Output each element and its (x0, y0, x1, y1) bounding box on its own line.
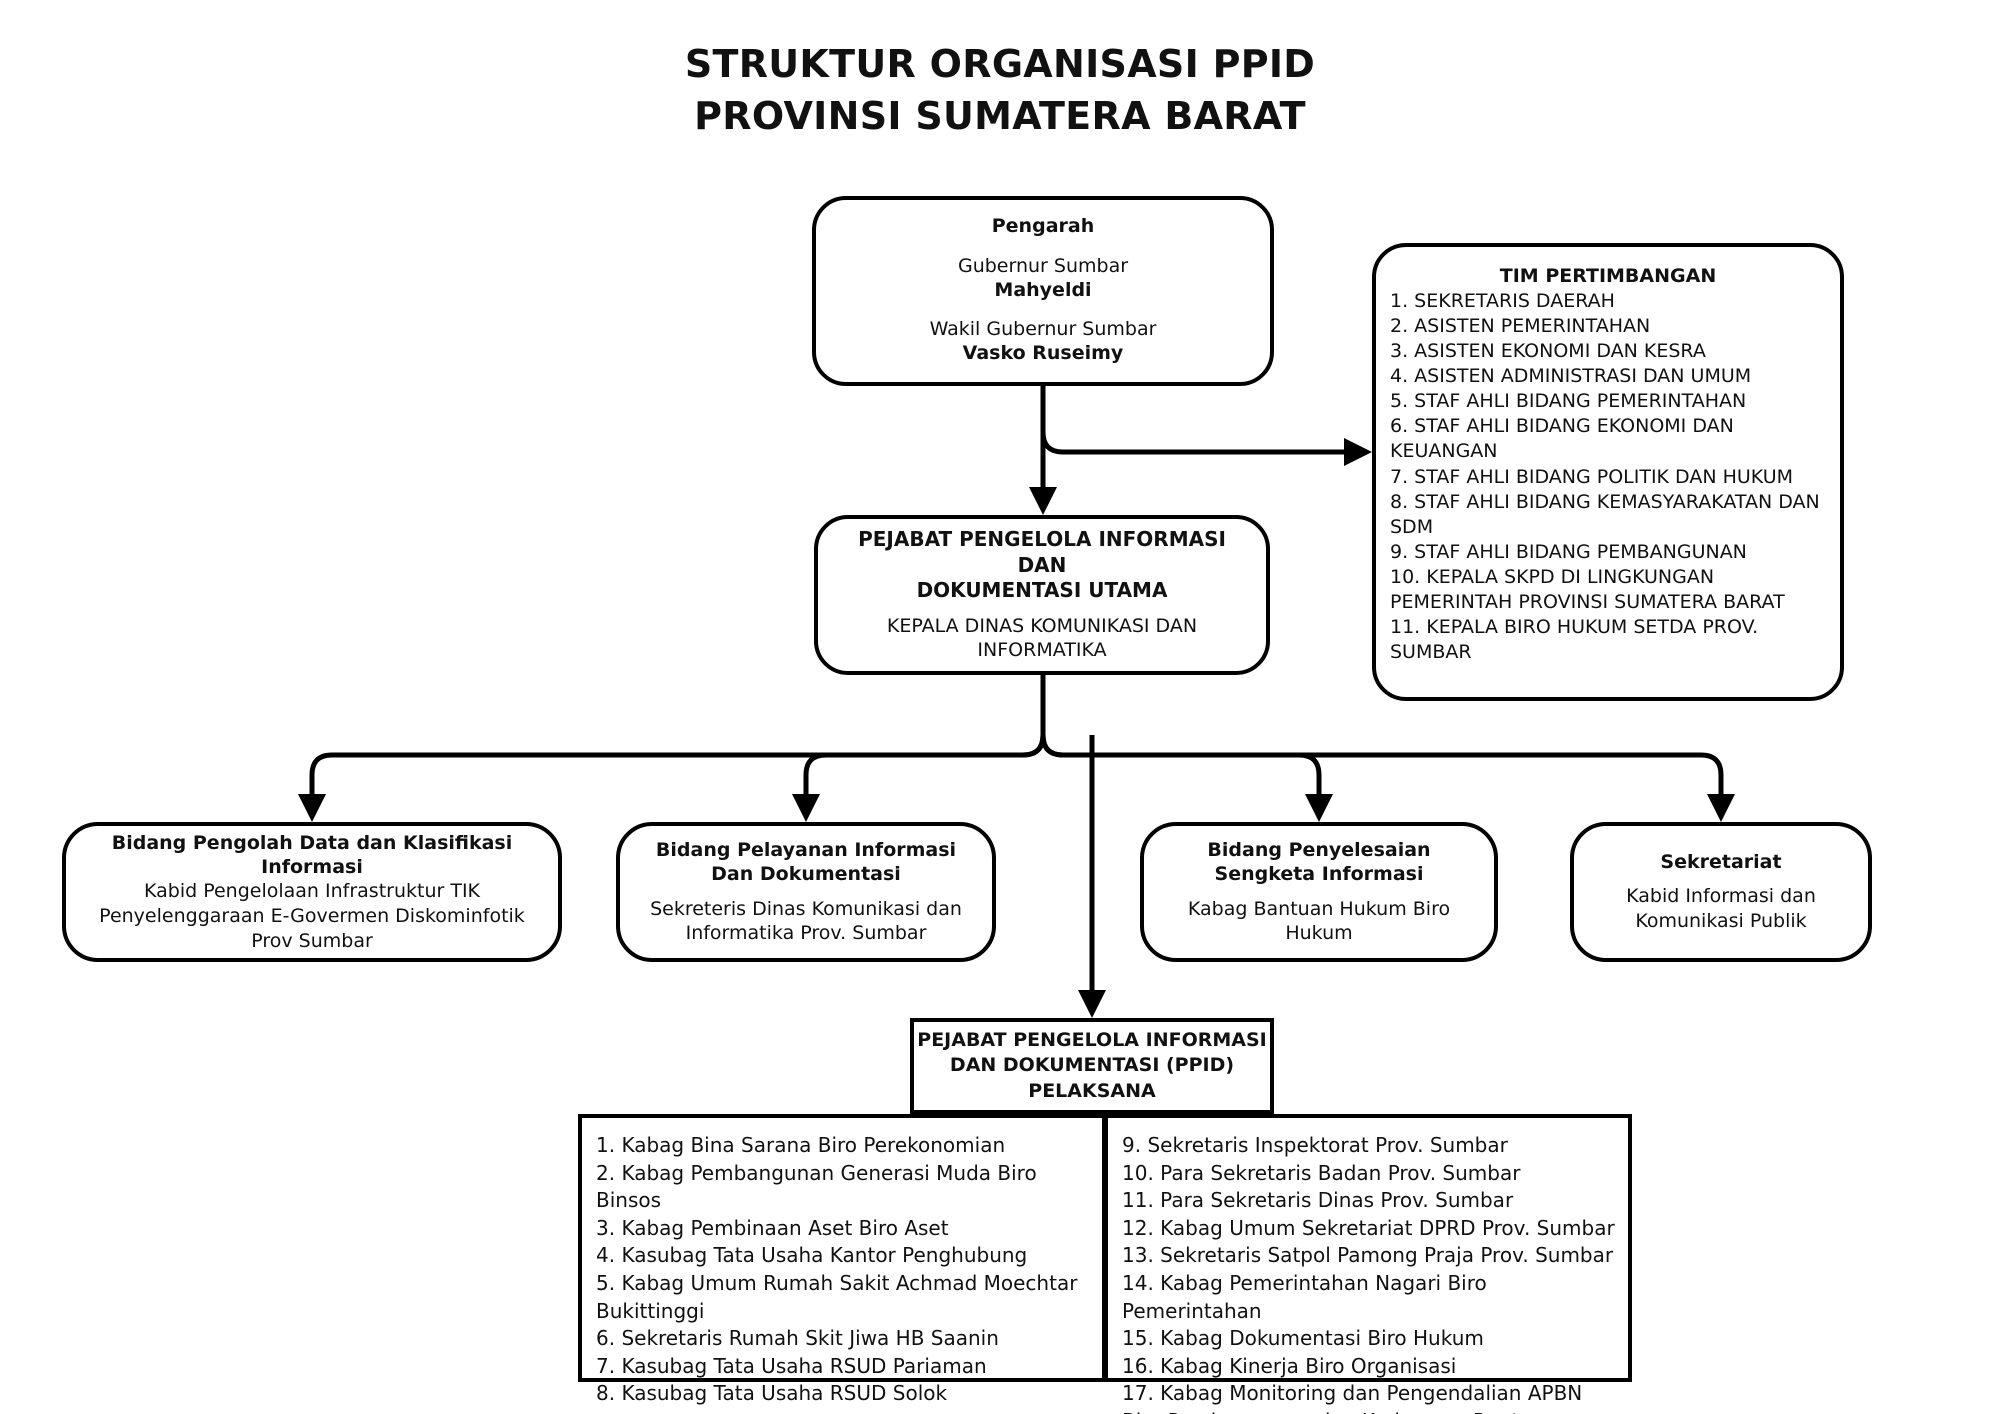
arrowhead-bidang-2 (792, 794, 820, 822)
list-item: 9. STAF AHLI BIDANG PEMBANGUNAN (1390, 540, 1747, 563)
pengarah-title: Pengarah (991, 215, 1095, 237)
list-item: 9. Sekretaris Inspektorat Prov. Sumbar (1122, 1133, 1508, 1157)
arrowhead-bidang-1 (298, 794, 326, 822)
arrowhead-bidang-3 (1305, 794, 1333, 822)
list-item: 2. Kabag Pembangunan Generasi Muda Biro … (596, 1160, 1037, 1213)
node-bidang-penyelesaian-sengketa[interactable]: Bidang Penyelesaian Sengketa Informasi K… (1140, 822, 1498, 962)
list-item: 11. KEPALA BIRO HUKUM SETDA PROV. SUMBAR (1390, 616, 1759, 664)
bidang-subtitle: Kabag Bantuan Hukum Biro Hukum (1187, 897, 1451, 945)
pelaksana-right-list: 9. Sekretaris Inspektorat Prov. Sumbar 1… (1122, 1132, 1616, 1414)
bidang-subtitle: Kabid Informasi dan Komunikasi Publik (1626, 885, 1816, 933)
list-item: 13. Sekretaris Satpol Pamong Praja Prov.… (1122, 1243, 1614, 1268)
wire-bus-left-2 (803, 734, 1046, 800)
arrowhead-to-tim (1344, 438, 1372, 466)
list-item: 7. STAF AHLI BIDANG POLITIK DAN HUKUM (1390, 465, 1794, 488)
arrowhead-bidang-4 (1707, 794, 1735, 822)
list-item: 1. SEKRETARIS DAERAH (1390, 290, 1615, 312)
list-item: 3. ASISTEN EKONOMI DAN KESRA (1390, 340, 1706, 363)
list-item: 5. Kabag Umum Rumah Sakit Achmad Moechta… (596, 1270, 1078, 1323)
list-item: 12. Kabag Umum Sekretariat DPRD Prov. Su… (1122, 1215, 1615, 1240)
pelaksana-right-list-box[interactable]: 9. Sekretaris Inspektorat Prov. Sumbar 1… (1104, 1114, 1632, 1414)
list-item: 8. Kasubag Tata Usaha RSUD Solok (596, 1381, 948, 1406)
list-item: 2. ASISTEN PEMERINTAHAN (1390, 315, 1651, 338)
list-item: 11. Para Sekretaris Dinas Prov. Sumbar (1122, 1188, 1514, 1213)
list-item: 4. ASISTEN ADMINISTRASI DAN UMUM (1390, 365, 1752, 388)
pelaksana-title-line-1: PEJABAT PENGELOLA INFORMASI (917, 1028, 1267, 1051)
bidang-title: Sekretariat (1660, 851, 1782, 874)
list-item: 16. Kabag Kinerja Biro Organisasi (1122, 1353, 1457, 1378)
pelaksana-title-line-2: DAN DOKUMENTASI (PPID) (949, 1054, 1235, 1077)
tim-pertimbangan-heading: TIM PERTIMBANGAN (1499, 265, 1717, 287)
list-item: 1. Kabag Bina Sarana Biro Perekonomian (596, 1133, 1006, 1157)
pelaksana-left-list-box[interactable]: 1. Kabag Bina Sarana Biro Perekonomian 2… (578, 1114, 1106, 1405)
title-line-1: STRUKTUR ORGANISASI PPID (684, 42, 1316, 86)
wire-pengarah-to-tim (1040, 420, 1350, 455)
title-line-2: PROVINSI SUMATERA BARAT (694, 94, 1306, 139)
wire-bus-left-1 (309, 734, 1046, 800)
bidang-subtitle: Kabid Pengelolaan Infrastruktur TIK Peny… (99, 880, 525, 952)
pelaksana-left-list: 1. Kabag Bina Sarana Biro Perekonomian 2… (596, 1132, 1090, 1408)
list-item: 3. Kabag Pembinaan Aset Biro Aset (596, 1215, 949, 1240)
list-item: 15. Kabag Dokumentasi Biro Hukum (1122, 1326, 1484, 1351)
bidang-title: Bidang Pelayanan Informasi Dan Dokumenta… (655, 839, 957, 886)
bidang-subtitle: Sekreteris Dinas Komunikasi dan Informat… (650, 897, 962, 945)
list-item: 14. Kabag Pemerintahan Nagari Biro Pemer… (1122, 1270, 1487, 1323)
list-item: 5. STAF AHLI BIDANG PEMERINTAHAN (1390, 390, 1747, 413)
list-item: 17. Kabag Monitoring dan Pengendalian AP… (1122, 1381, 1583, 1414)
pengarah-name-2: Vasko Ruseimy (962, 341, 1124, 364)
pengarah-name-1: Mahyeldi (994, 279, 1092, 301)
node-bidang-pelayanan-informasi[interactable]: Bidang Pelayanan Informasi Dan Dokumenta… (616, 822, 996, 962)
ppid-utama-title-line-2: DOKUMENTASI UTAMA (916, 578, 1168, 603)
list-item: 10. KEPALA SKPD DI LINGKUNGAN PEMERINTAH… (1390, 565, 1785, 613)
tim-pertimbangan-list: 1. SEKRETARIS DAERAH 2. ASISTEN PEMERINT… (1390, 289, 1826, 665)
arrowhead-to-ppid-utama (1029, 487, 1057, 515)
list-item: 4. Kasubag Tata Usaha Kantor Penghubung (596, 1243, 1028, 1268)
list-item: 7. Kasubag Tata Usaha RSUD Pariaman (596, 1353, 987, 1378)
node-bidang-pengolah-data[interactable]: Bidang Pengolah Data dan Klasifikasi Inf… (62, 822, 562, 962)
arrowhead-to-pelaksana (1078, 990, 1106, 1018)
bidang-title: Bidang Pengolah Data dan Klasifikasi Inf… (111, 831, 513, 878)
pelaksana-title-line-3: PELAKSANA (1028, 1079, 1156, 1102)
node-ppid-pelaksana-header[interactable]: PEJABAT PENGELOLA INFORMASI DAN DOKUMENT… (910, 1018, 1274, 1114)
pengarah-role-2: Wakil Gubernur Sumbar (929, 318, 1157, 340)
list-item: 8. STAF AHLI BIDANG KEMASYARAKATAN DAN S… (1390, 490, 1820, 538)
list-item: 10. Para Sekretaris Badan Prov. Sumbar (1122, 1160, 1521, 1185)
wire-bus-right-4 (1040, 734, 1724, 800)
pengarah-role-1: Gubernur Sumbar (957, 255, 1129, 278)
ppid-utama-title-line-1: PEJABAT PENGELOLA INFORMASI DAN (858, 527, 1226, 577)
wire-bus-right-3 (1040, 734, 1322, 800)
node-ppid-utama[interactable]: PEJABAT PENGELOLA INFORMASI DAN DOKUMENT… (814, 515, 1270, 675)
list-item: 6. STAF AHLI BIDANG EKONOMI DAN KEUANGAN (1390, 415, 1734, 463)
list-item: 6. Sekretaris Rumah Skit Jiwa HB Saanin (596, 1326, 999, 1351)
ppid-utama-subtitle: KEPALA DINAS KOMUNIKASI DAN INFORMATIKA (886, 614, 1198, 662)
node-tim-pertimbangan[interactable]: TIM PERTIMBANGAN 1. SEKRETARIS DAERAH 2.… (1372, 243, 1844, 701)
node-pengarah[interactable]: Pengarah Gubernur Sumbar Mahyeldi Wakil … (812, 196, 1274, 386)
node-sekretariat[interactable]: Sekretariat Kabid Informasi dan Komunika… (1570, 822, 1872, 962)
bidang-title: Bidang Penyelesaian Sengketa Informasi (1207, 839, 1431, 886)
page-title: STRUKTUR ORGANISASI PPID PROVINSI SUMATE… (0, 38, 2000, 143)
